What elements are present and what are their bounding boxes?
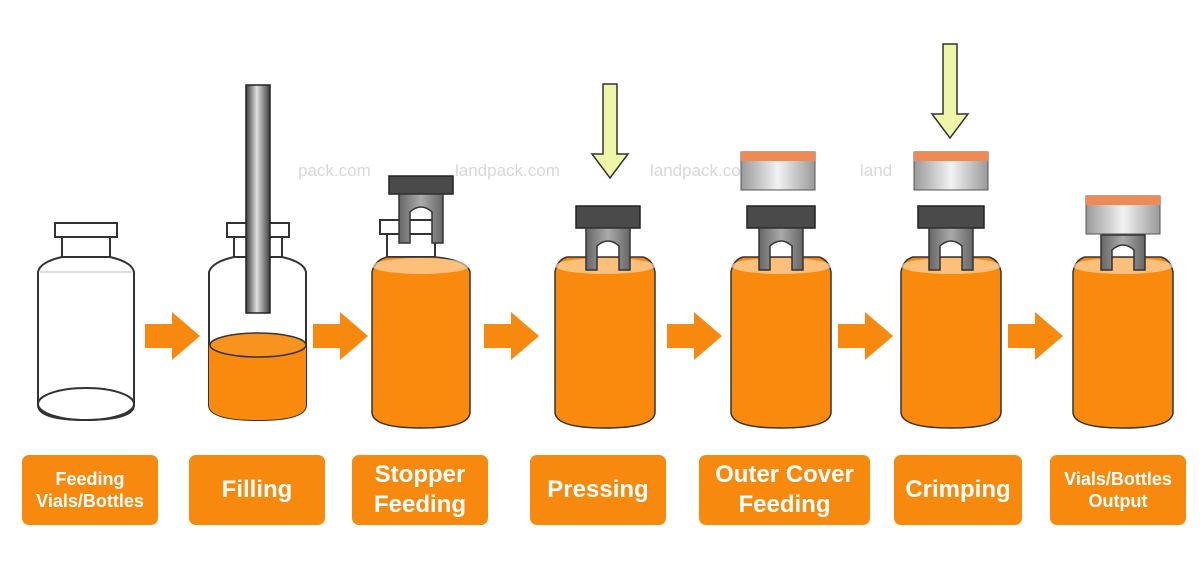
step-label-text: Pressing <box>547 476 649 503</box>
watermark-text: pack.com <box>298 161 371 180</box>
flow-arrow-icon <box>145 312 200 360</box>
stopper <box>917 205 985 229</box>
flow-arrows <box>145 312 1063 360</box>
step-label-pressing: Pressing <box>530 455 666 525</box>
vial-outer-cover-feeding <box>730 151 832 429</box>
vial-stopper-feeding <box>371 175 471 429</box>
watermark-text: land <box>860 161 892 180</box>
step-label-text: Stopper Feeding <box>373 461 466 518</box>
stopper <box>388 175 454 195</box>
step-label-text: Filling <box>221 476 293 503</box>
press-arrow-icon <box>590 83 630 180</box>
vial-empty <box>37 222 135 422</box>
step-label-text: Outer Cover Feeding <box>715 461 854 518</box>
step-label-feeding: Feeding Vials/Bottles <box>22 455 158 525</box>
step-label-text: Vials/Bottles Output <box>1064 468 1172 512</box>
flow-arrow-icon <box>484 312 539 360</box>
step-label-output: Vials/Bottles Output <box>1050 455 1186 525</box>
flow-arrow-icon <box>667 312 722 360</box>
stopper <box>746 205 816 229</box>
step-label-crimping: Crimping <box>894 455 1022 525</box>
watermark-text: landpack.com <box>455 161 560 180</box>
flow-arrow-icon <box>1008 312 1063 360</box>
stopper <box>575 205 641 229</box>
filling-needle <box>245 84 271 314</box>
step-label-text: Feeding Vials/Bottles <box>36 468 144 512</box>
vial-output <box>1072 195 1174 429</box>
flow-arrow-icon <box>838 312 893 360</box>
press-arrow-icon <box>930 43 970 140</box>
step-label-stopper-feeding: Stopper Feeding <box>352 455 488 525</box>
flow-arrow-icon <box>313 312 368 360</box>
step-label-filling: Filling <box>189 455 325 525</box>
step-label-outer-cover-feeding: Outer Cover Feeding <box>699 455 870 525</box>
vial-crimping <box>900 43 1002 429</box>
vial-filling <box>208 84 307 422</box>
watermark-text: landpack.com <box>650 161 755 180</box>
vial-pressing <box>554 83 656 429</box>
step-label-text: Crimping <box>905 476 1011 503</box>
watermark-group: pack.com landpack.com landpack.com land <box>298 161 892 180</box>
